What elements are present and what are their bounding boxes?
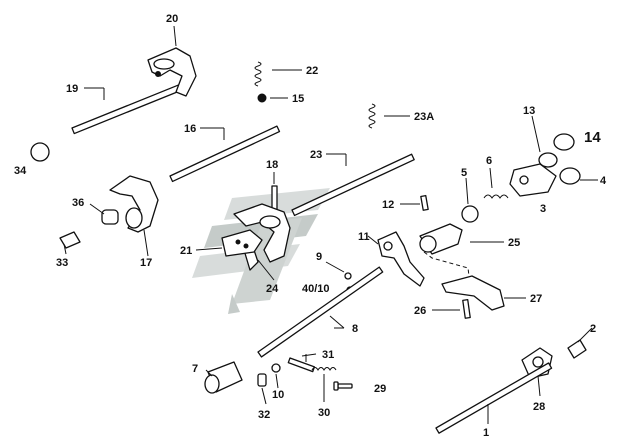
callout-28: 28 <box>533 401 545 413</box>
callout-12: 12 <box>382 199 394 211</box>
part-17-shift-fork <box>109 175 159 233</box>
callout-15: 15 <box>292 93 304 105</box>
part-1-selector-rod <box>435 362 553 434</box>
part-31-plunger <box>287 357 316 373</box>
callout-27: 27 <box>530 293 542 305</box>
callout-17: 17 <box>140 257 152 269</box>
part-21-fork-block <box>221 229 263 257</box>
part-4-nut <box>559 167 581 185</box>
part-19-shift-rod <box>71 83 185 135</box>
callout-31: 31 <box>322 349 334 361</box>
part-32-plug <box>257 373 267 387</box>
part-27-shift-lever <box>441 275 505 311</box>
part-7-sleeve <box>204 361 243 394</box>
part-5-bushing <box>461 205 479 223</box>
callout-10: 10 <box>272 389 284 401</box>
part-26-pin <box>462 299 471 319</box>
part-10-ball <box>271 363 281 373</box>
part-23a-spring <box>368 103 376 129</box>
part-34-plug <box>30 142 50 162</box>
part-12-pin <box>420 194 429 211</box>
part-29-screw <box>333 381 353 391</box>
callout-6: 6 <box>486 155 492 167</box>
callout-16: 16 <box>184 123 196 135</box>
callout-34: 34 <box>14 165 27 177</box>
callout-40-10: 40/10 <box>302 283 330 295</box>
part-25-guide-block <box>419 223 463 255</box>
callout-18: 18 <box>266 159 278 171</box>
callout-26: 26 <box>414 305 426 317</box>
callout-14: 14 <box>584 129 601 146</box>
callout-24: 24 <box>266 283 279 295</box>
part-15-ball <box>257 93 267 103</box>
callout-11: 11 <box>358 231 370 243</box>
callout-32: 32 <box>258 409 270 421</box>
part-20-shift-fork <box>147 47 197 97</box>
part-6-spring <box>483 194 509 199</box>
callout-8: 8 <box>352 323 358 335</box>
callout-9: 9 <box>316 251 322 263</box>
callout-21: 21 <box>180 245 192 257</box>
part-14-nut <box>553 133 575 151</box>
part-30-spring <box>311 367 337 371</box>
dashed-assembly-outline <box>423 251 471 285</box>
callout-5: 5 <box>461 167 467 179</box>
callout-7: 7 <box>192 363 198 375</box>
part-23-shift-rod <box>291 153 415 217</box>
part-13-nut <box>538 152 558 168</box>
part-9-ball <box>344 272 352 280</box>
callout-30: 30 <box>318 407 330 419</box>
part-22-spring <box>254 61 262 87</box>
leader-lines <box>63 25 598 424</box>
callout-36: 36 <box>72 197 84 209</box>
part-33-plug <box>59 231 81 249</box>
callout-23: 23 <box>310 149 322 161</box>
callout-2: 2 <box>590 323 596 335</box>
callout-22: 22 <box>306 65 318 77</box>
callout-3: 3 <box>540 203 546 215</box>
callout-33: 33 <box>56 257 68 269</box>
callout-labels: 1 2 3 4 5 6 7 8 9 10 11 12 13 14 15 16 1… <box>14 13 607 439</box>
part-11-selector-lever <box>377 231 425 287</box>
callout-13: 13 <box>523 105 535 117</box>
part-3-interlock-lever <box>509 163 557 197</box>
part-8-shift-rod <box>257 266 384 358</box>
callout-29: 29 <box>374 383 386 395</box>
part-36-bushing <box>101 209 119 225</box>
part-16-shift-rod <box>169 125 281 183</box>
callout-25: 25 <box>508 237 520 249</box>
callout-1: 1 <box>483 427 489 439</box>
callout-20: 20 <box>166 13 178 25</box>
part-2-screw <box>567 339 587 359</box>
callout-23a: 23A <box>414 111 434 123</box>
callout-4: 4 <box>600 175 607 187</box>
callout-19: 19 <box>66 83 78 95</box>
